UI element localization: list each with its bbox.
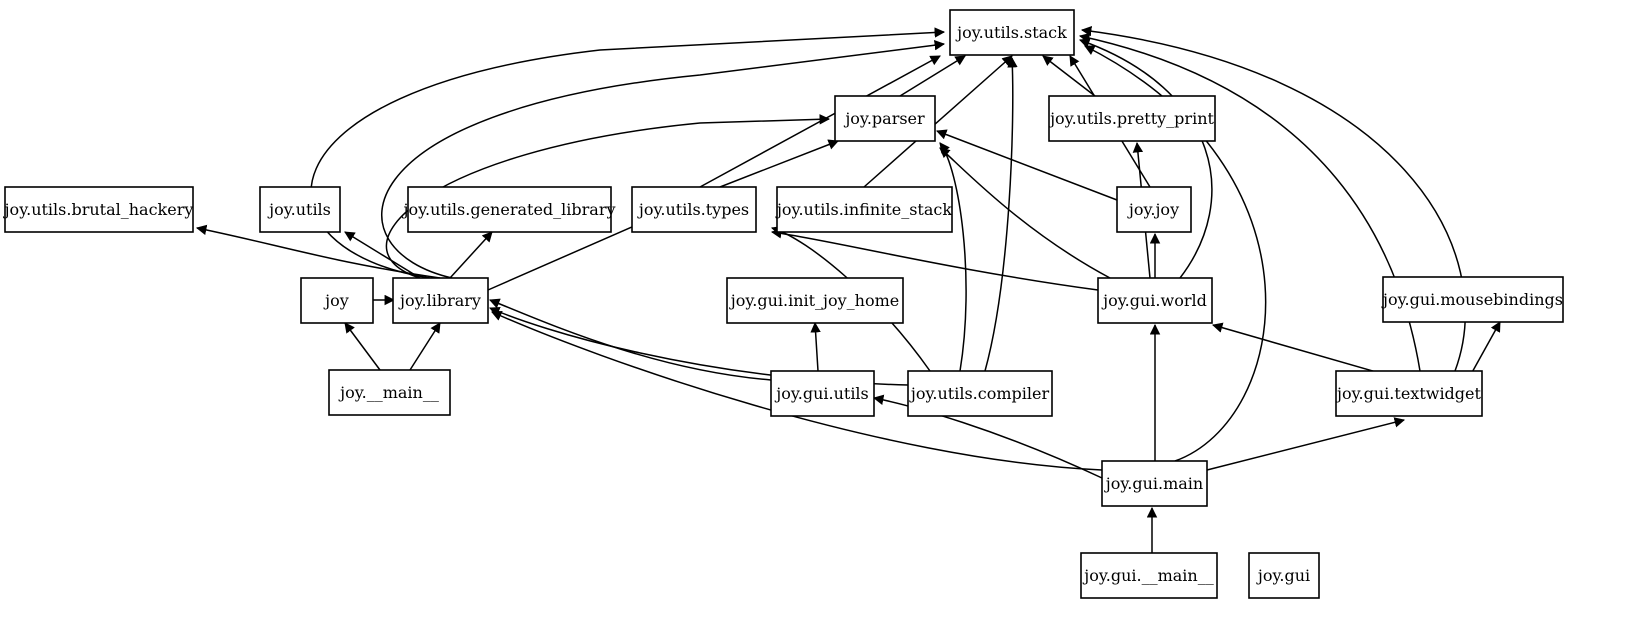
node-label-joy: joy [323,291,349,310]
node-label-gui_main: joy.gui.main [1104,474,1203,493]
node-label-stack: joy.utils.stack [955,23,1067,42]
node-box-textwidget[interactable] [1335,370,1483,417]
node-label-main_: joy.__main__ [338,383,439,402]
edge-infinite_stack-to-stack [863,55,1013,188]
node-box-generated_library[interactable] [407,186,612,233]
node-box-utils[interactable] [259,186,341,233]
node-label-infinite_stack: joy.utils.infinite_stack [775,200,952,219]
edge-types-to-stack [699,55,941,188]
edge-library-to-utils [344,231,421,279]
node-label-mousebindings: joy.gui.mousebindings [1381,290,1563,309]
edge-gui_main-to-library [491,311,1103,471]
node-box-infinite_stack[interactable] [776,186,953,233]
edge-gui_main-to-gui_utils [872,394,1103,479]
node-label-utils: joy.utils [267,200,331,219]
node-label-parser: joy.parser [843,109,925,128]
node-brutal_hackery[interactable]: joy.utils.brutal_hackery [3,186,194,233]
node-box-parser[interactable] [834,95,936,142]
node-gui_utils[interactable]: joy.gui.utils [770,370,875,417]
node-label-textwidget: joy.gui.textwidget [1335,384,1481,403]
node-label-gui_main_: joy.gui.__main__ [1082,566,1213,585]
edge-library-to-generated_library [449,231,493,279]
edge-pretty_print-to-stack [1042,55,1096,97]
node-parser[interactable]: joy.parser [834,95,936,142]
edge-compiler-to-stack [984,56,1018,372]
node-textwidget[interactable]: joy.gui.textwidget [1335,370,1483,417]
edge-textwidget-to-mousebindings [1469,321,1501,377]
node-box-world[interactable] [1097,277,1213,324]
node-utils[interactable]: joy.utils [259,186,341,233]
node-label-brutal_hackery: joy.utils.brutal_hackery [3,200,194,219]
node-label-types: joy.utils.types [637,200,749,219]
node-box-library[interactable] [392,277,489,324]
node-box-compiler[interactable] [907,370,1053,417]
node-gui_main[interactable]: joy.gui.main [1101,460,1208,507]
node-box-brutal_hackery[interactable] [4,186,194,233]
node-box-joy[interactable] [300,277,374,324]
edge-gui_utils-to-init_joy_home [810,321,821,372]
edge-library-to-stack [310,27,946,279]
node-gui_main_[interactable]: joy.gui.__main__ [1080,552,1218,599]
node-compiler[interactable]: joy.utils.compiler [907,370,1053,417]
node-box-joyjoy[interactable] [1116,186,1192,233]
edge-main_-to-joy [344,322,381,371]
node-library[interactable]: joy.library [392,277,489,324]
edge-parser-to-stack [899,55,966,97]
nodes-layer: joy.utils.stack joy.parser joy.utils.prett… [3,9,1564,599]
node-label-init_joy_home: joy.gui.init_joy_home [729,291,900,310]
node-box-types[interactable] [631,186,757,233]
edge-main_-to-library [409,322,441,371]
node-types[interactable]: joy.utils.types [631,186,757,233]
edge-library-to-brutal_hackery [195,224,441,279]
node-label-library: joy.library [398,291,481,310]
node-box-pretty_print[interactable] [1048,95,1216,142]
node-joyjoy[interactable]: joy.joy [1116,186,1192,233]
node-box-gui[interactable] [1248,552,1320,599]
node-pretty_print[interactable]: joy.utils.pretty_print [1048,95,1216,142]
node-box-gui_utils[interactable] [770,370,875,417]
node-main_[interactable]: joy.__main__ [328,369,451,416]
node-box-main_[interactable] [328,369,451,416]
node-gui[interactable]: joy.gui [1248,552,1320,599]
node-box-init_joy_home[interactable] [726,277,904,324]
node-label-gui: joy.gui [1256,566,1310,585]
edge-types-to-parser [719,139,839,188]
node-generated_library[interactable]: joy.utils.generated_library [401,186,616,233]
node-label-generated_library: joy.utils.generated_library [401,200,615,219]
node-box-mousebindings[interactable] [1382,276,1564,323]
node-box-gui_main_[interactable] [1080,552,1218,599]
node-infinite_stack[interactable]: joy.utils.infinite_stack [775,186,953,233]
edge-joyjoy-to-parser [936,129,1118,201]
node-label-world: joy.gui.world [1101,291,1207,310]
node-world[interactable]: joy.gui.world [1097,277,1213,324]
node-label-compiler: joy.utils.compiler [909,384,1050,403]
edge-world-to-parser [939,147,1111,279]
node-init_joy_home[interactable]: joy.gui.init_joy_home [726,277,904,324]
node-stack[interactable]: joy.utils.stack [949,9,1075,56]
node-label-joyjoy: joy.joy [1127,200,1179,219]
node-label-gui_utils: joy.gui.utils [774,384,869,403]
node-joy[interactable]: joy [300,277,374,324]
edge-library-to-stack [381,39,946,279]
node-mousebindings[interactable]: joy.gui.mousebindings [1381,276,1564,323]
node-box-stack[interactable] [949,9,1075,56]
edge-gui_main-to-textwidget [1206,417,1406,471]
edge-world-to-stack [1079,38,1213,279]
edge-world-to-types [770,228,1099,291]
node-box-gui_main[interactable] [1101,460,1208,507]
node-label-pretty_print: joy.utils.pretty_print [1048,109,1214,128]
edge-compiler-to-parser [939,142,967,372]
